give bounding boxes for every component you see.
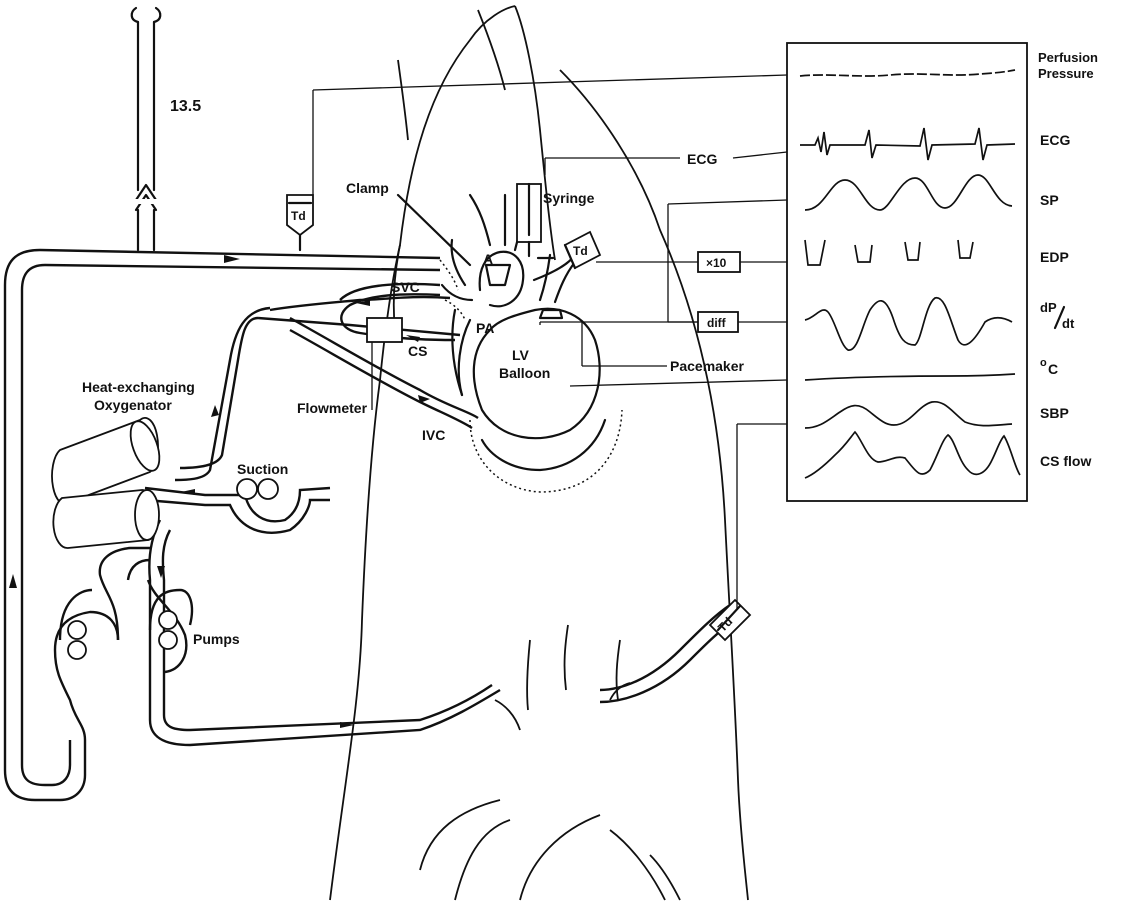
- balloon-label: Balloon: [499, 365, 550, 381]
- flowmeter-label: Flowmeter: [297, 400, 368, 416]
- suction-rollers: [237, 479, 278, 499]
- oxygenator: [52, 417, 165, 548]
- x10-box-label: ×10: [706, 256, 727, 270]
- ecg-wire-label: ECG: [687, 151, 717, 167]
- flowmeter-box: [367, 318, 402, 410]
- channel-label-dpdt: dP dt: [1040, 300, 1075, 331]
- channel-label-temperature: o C: [1040, 357, 1058, 377]
- cs-label: CS: [408, 343, 427, 359]
- channel-label-ecg: ECG: [1040, 132, 1070, 148]
- lv-label: LV: [512, 347, 530, 363]
- pacemaker-label: Pacemaker: [670, 358, 745, 374]
- suction-label: Suction: [237, 461, 288, 477]
- syringe: [517, 184, 541, 256]
- syringe-label: Syringe: [543, 190, 595, 206]
- diff-box-label: diff: [707, 316, 727, 330]
- reservoir-height-label: 13.5: [170, 98, 201, 115]
- channel-label-pressure: Pressure: [1038, 66, 1094, 81]
- channel-label-edp: EDP: [1040, 249, 1069, 265]
- channel-label-temp-deg: o: [1040, 357, 1047, 369]
- channel-label-sp: SP: [1040, 192, 1059, 208]
- pa-label: PA: [476, 320, 494, 336]
- recorder-panel: [787, 43, 1027, 501]
- channel-label-perfusion: Perfusion: [1038, 50, 1098, 65]
- channel-label-temp-unit: C: [1048, 361, 1058, 377]
- channel-label-cs-flow: CS flow: [1040, 453, 1091, 469]
- channel-label-dpdt-num: dP: [1040, 300, 1057, 315]
- oxygenator-label-line1: Heat-exchanging: [82, 379, 195, 395]
- heart-transducer-label: Td: [573, 244, 588, 258]
- clamp-line: [398, 195, 470, 265]
- pumps-label: Pumps: [193, 631, 240, 647]
- reservoir-column: [132, 8, 161, 250]
- svc-label: SVC: [391, 279, 420, 295]
- channel-label-sbp: SBP: [1040, 405, 1069, 421]
- oxygenator-label-line2: Oxygenator: [94, 397, 172, 413]
- animal-body-outline: [330, 6, 748, 900]
- channel-label-dpdt-den: dt: [1062, 316, 1075, 331]
- aorta-label: A: [483, 251, 493, 267]
- ivc-label: IVC: [422, 427, 445, 443]
- clamp-label: Clamp: [346, 180, 389, 196]
- pump-rollers: [60, 590, 192, 659]
- reservoir-transducer-label: Td: [291, 209, 306, 223]
